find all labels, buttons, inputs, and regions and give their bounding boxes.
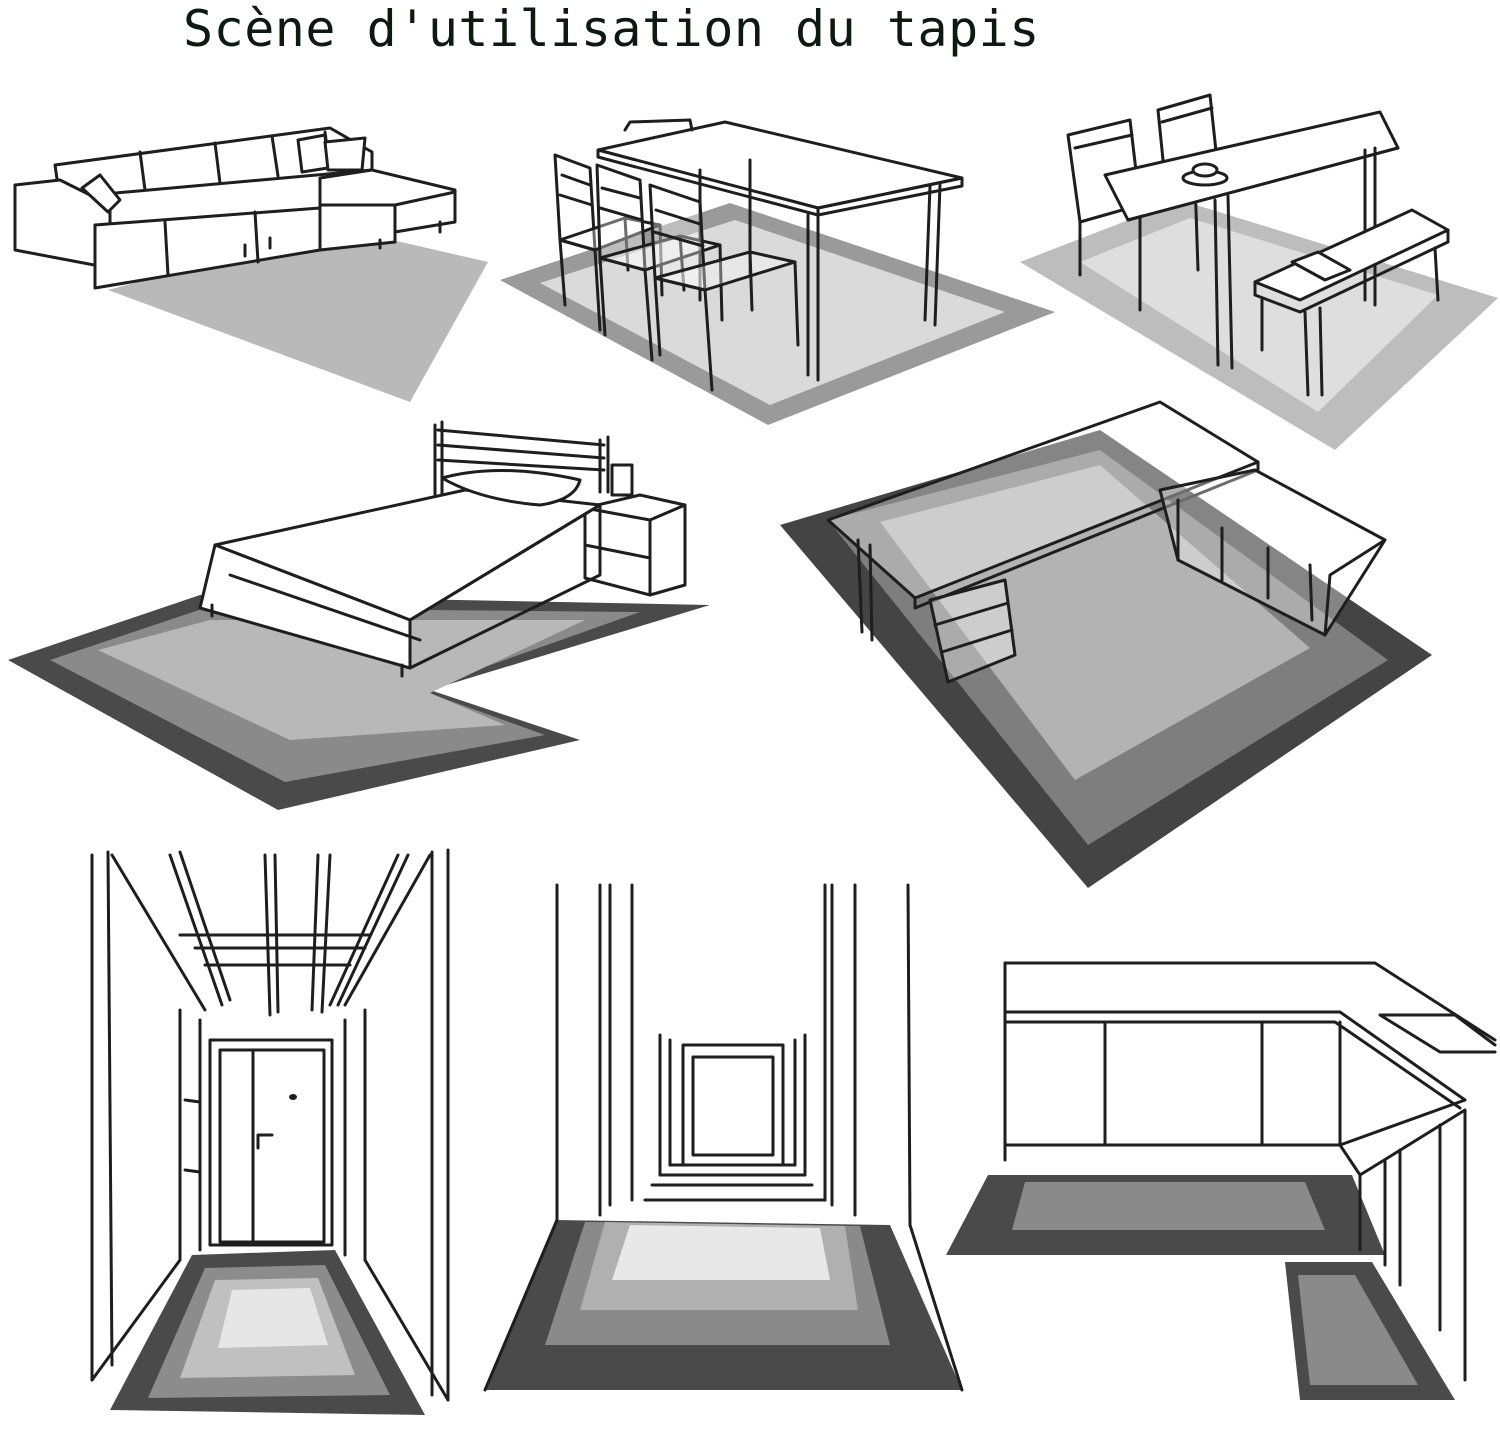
- rug-inner: [218, 1288, 328, 1348]
- rug-inner: [880, 465, 1310, 780]
- scene-entrance-corridor: [483, 883, 964, 1392]
- rug: [108, 228, 488, 402]
- scene-living-room-sofa: [13, 126, 488, 402]
- page-title: Scène d'utilisation du tapis: [183, 0, 1040, 58]
- scene-office-desk: [780, 400, 1432, 888]
- corridor-icon: [483, 883, 964, 1392]
- scene-dining-room-bench: [1020, 93, 1498, 450]
- rug-large-inner: [1012, 1182, 1325, 1230]
- sofa-icon: [13, 126, 457, 290]
- scene-kitchen: [946, 961, 1497, 1400]
- rug-small-inner: [1298, 1275, 1418, 1385]
- door-icon: [90, 848, 450, 1402]
- scene-bedroom: [8, 420, 710, 810]
- scene-hallway-door: [90, 848, 450, 1415]
- rug-inner: [1080, 218, 1438, 412]
- desk-icon: [826, 400, 1387, 684]
- bed-icon: [198, 420, 687, 678]
- dining-table-icon: [553, 118, 964, 392]
- rug-inner: [612, 1225, 830, 1280]
- scene-dining-room-chairs: [500, 118, 1055, 425]
- bench-icon: [1066, 93, 1450, 397]
- rug-inner: [98, 620, 585, 740]
- kitchen-counter-icon: [1003, 961, 1497, 1382]
